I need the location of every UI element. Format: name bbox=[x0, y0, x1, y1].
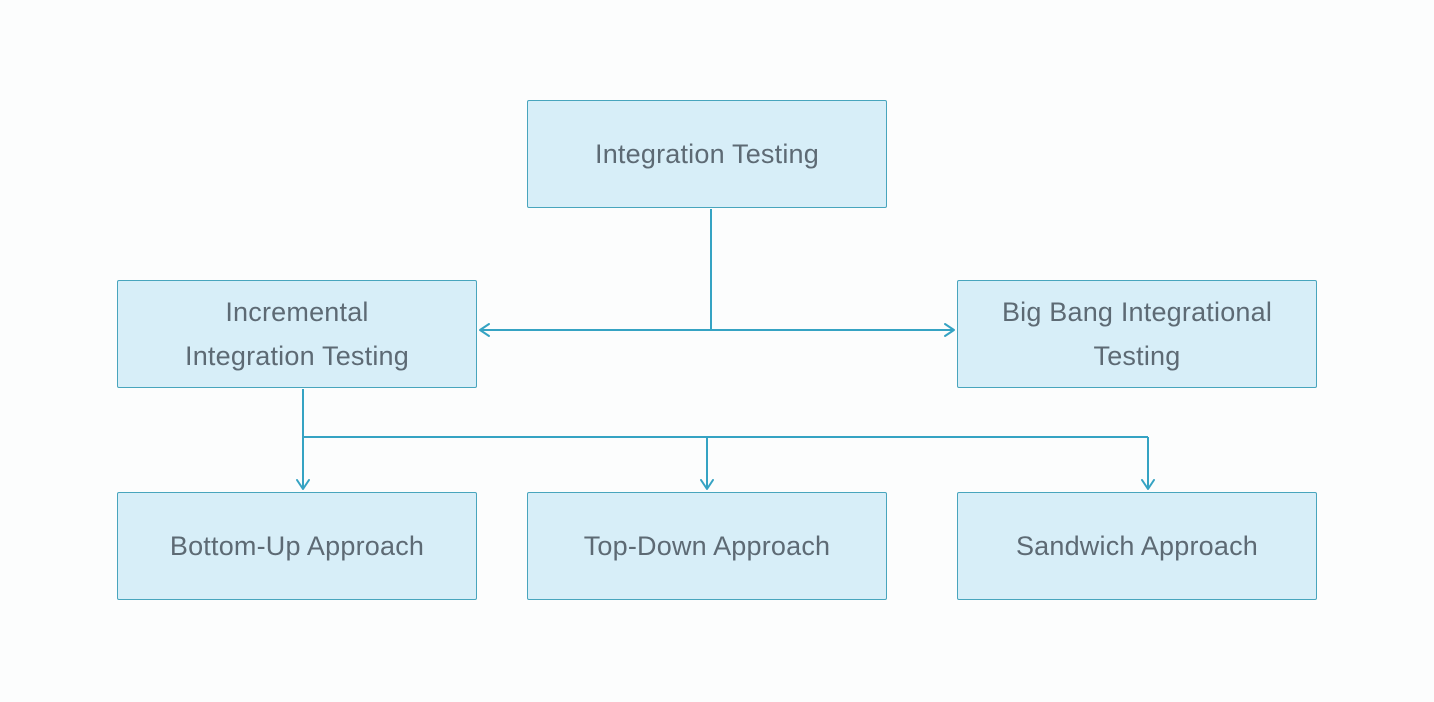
node-label: Big Bang Integrational bbox=[1001, 297, 1273, 327]
node-sandwich-approach: Sandwich Approach bbox=[957, 492, 1317, 600]
node-label: Top-Down Approach bbox=[583, 531, 831, 561]
node-bottom-up-approach: Bottom-Up Approach bbox=[117, 492, 477, 600]
node-label: Bottom-Up Approach bbox=[169, 531, 425, 561]
node-label: Sandwich Approach bbox=[1015, 531, 1259, 561]
node-integration-testing: Integration Testing bbox=[527, 100, 887, 208]
node-label: Integration Testing bbox=[595, 139, 819, 169]
node-incremental-integration-testing: Incremental Integration Testing bbox=[117, 280, 477, 388]
node-label: Incremental bbox=[225, 297, 369, 327]
node-label: Integration Testing bbox=[185, 341, 409, 371]
node-top-down-approach: Top-Down Approach bbox=[527, 492, 887, 600]
node-big-bang-integrational-testing: Big Bang Integrational Testing bbox=[957, 280, 1317, 388]
node-label: Testing bbox=[1093, 341, 1181, 371]
